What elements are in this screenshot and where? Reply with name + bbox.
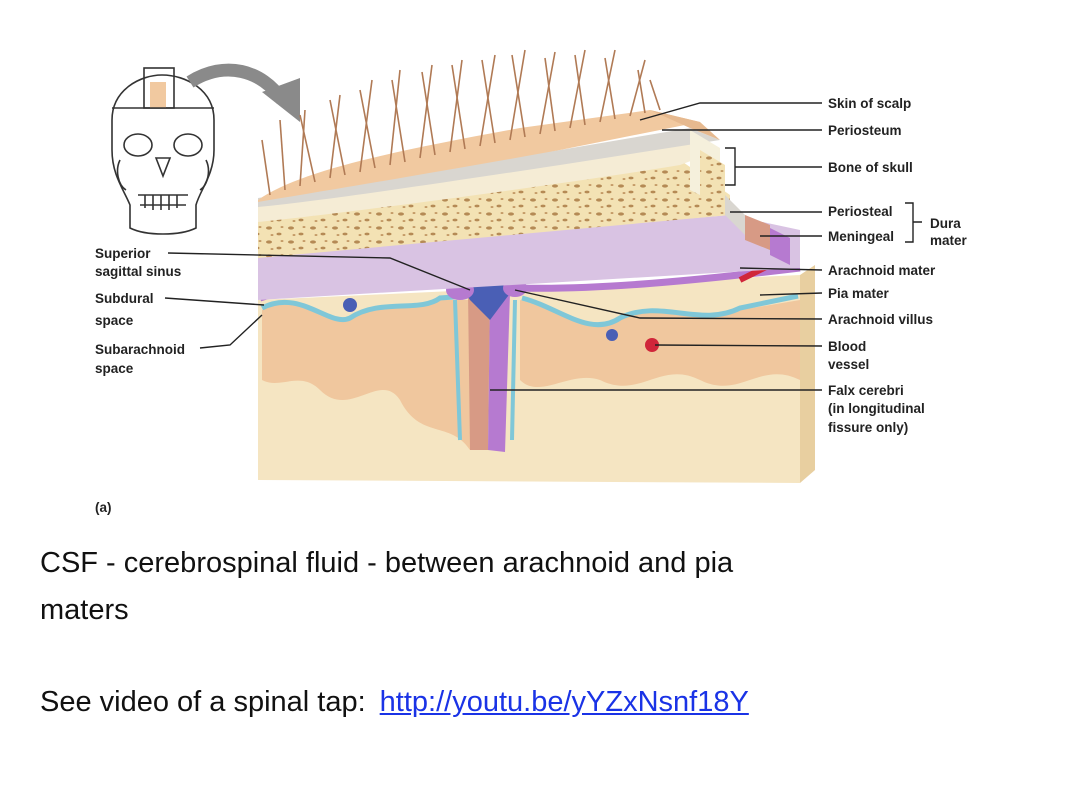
label-periosteum: Periosteum bbox=[828, 123, 902, 138]
label-sinus-1: Superior bbox=[95, 246, 151, 261]
meninges-diagram: Skin of scalp Periosteum Bone of skull P… bbox=[95, 49, 968, 515]
spinal-tap-prefix: See video of a spinal tap: bbox=[40, 686, 366, 718]
labels: Skin of scalp Periosteum Bone of skull P… bbox=[95, 96, 968, 515]
spinal-tap-caption: See video of a spinal tap: http://youtu.b… bbox=[40, 682, 749, 723]
label-subarachnoid-2: space bbox=[95, 361, 134, 376]
label-subarachnoid-1: Subarachnoid bbox=[95, 342, 185, 357]
leader-lines bbox=[164, 102, 922, 391]
label-blood-vessel-2: vessel bbox=[828, 357, 869, 372]
label-periosteal: Periosteal bbox=[828, 204, 893, 219]
tissue-block bbox=[258, 49, 815, 483]
label-falx-1: Falx cerebri bbox=[828, 383, 904, 398]
curved-arrow-icon bbox=[186, 63, 300, 122]
csf-caption-line-1: CSF - cerebrospinal fluid - between arac… bbox=[40, 547, 734, 579]
label-skin-of-scalp: Skin of scalp bbox=[828, 96, 911, 111]
label-arachnoid-villus: Arachnoid villus bbox=[828, 312, 933, 327]
label-subdural-1: Subdural bbox=[95, 291, 154, 306]
csf-caption-line-2: maters bbox=[40, 594, 129, 626]
label-sinus-2: sagittal sinus bbox=[95, 264, 181, 279]
label-dura: Dura bbox=[930, 216, 961, 231]
label-arachnoid-mater: Arachnoid mater bbox=[828, 263, 936, 278]
label-bone-of-skull: Bone of skull bbox=[828, 160, 913, 175]
skull-icon bbox=[111, 67, 215, 235]
label-blood-vessel-1: Blood bbox=[828, 339, 866, 354]
label-falx-2: (in longitudinal bbox=[828, 401, 925, 416]
label-falx-3: fissure only) bbox=[828, 420, 908, 435]
label-panel-a: (a) bbox=[95, 500, 112, 515]
label-dura-mater: mater bbox=[930, 233, 968, 248]
spinal-tap-video-link[interactable]: http://youtu.be/yYZxNsnf18Y bbox=[379, 686, 749, 718]
label-meningeal: Meningeal bbox=[828, 229, 894, 244]
label-subdural-2: space bbox=[95, 313, 134, 328]
label-pia-mater: Pia mater bbox=[828, 286, 890, 301]
